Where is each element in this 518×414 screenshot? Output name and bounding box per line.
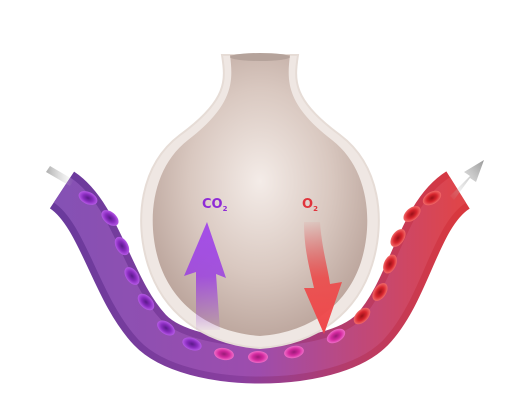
red-blood-cells bbox=[78, 190, 442, 363]
red-blood-cell bbox=[124, 267, 140, 285]
red-blood-cell bbox=[284, 345, 304, 359]
red-blood-cell bbox=[137, 293, 155, 311]
red-blood-cell bbox=[403, 206, 421, 222]
red-blood-cell bbox=[372, 283, 388, 301]
red-blood-cell bbox=[78, 191, 98, 205]
co2-label: CO2 bbox=[202, 198, 227, 213]
red-blood-cell bbox=[383, 254, 397, 274]
red-blood-cell bbox=[248, 351, 268, 363]
red-blood-cell bbox=[114, 236, 130, 256]
co2-arrow-icon bbox=[184, 222, 226, 330]
red-blood-cell bbox=[182, 337, 202, 351]
red-blood-cell bbox=[214, 347, 234, 361]
outflow-arrow-icon bbox=[450, 160, 484, 200]
co2-label-subscript: 2 bbox=[222, 205, 228, 213]
alveolus-opening bbox=[230, 53, 290, 61]
red-blood-cell bbox=[353, 307, 371, 325]
o2-arrow-icon bbox=[304, 222, 342, 334]
red-blood-cell bbox=[422, 190, 442, 206]
alveolus bbox=[140, 53, 380, 350]
co2-label-base: CO bbox=[202, 197, 223, 212]
red-blood-cell bbox=[101, 210, 119, 226]
o2-label-base: O bbox=[302, 197, 314, 212]
o2-label: O2 bbox=[302, 198, 318, 213]
red-blood-cell bbox=[326, 328, 346, 344]
inflow-arrow-icon bbox=[46, 166, 74, 186]
red-blood-cell bbox=[390, 229, 406, 247]
red-blood-cell bbox=[157, 320, 175, 336]
o2-label-subscript: 2 bbox=[313, 205, 318, 213]
